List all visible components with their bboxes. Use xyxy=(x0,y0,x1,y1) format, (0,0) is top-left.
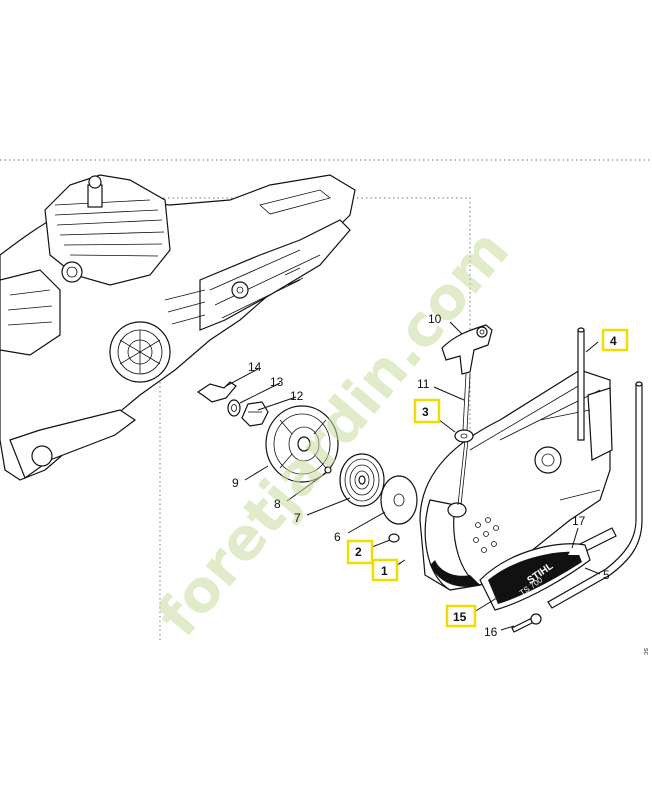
highlight-box-4 xyxy=(601,328,629,352)
highlight-box-1 xyxy=(371,558,399,582)
part-6-washer xyxy=(380,475,418,525)
part-7-rewind-spring xyxy=(339,453,385,507)
highlight-box-2 xyxy=(346,539,374,565)
part-labels: 10 11 3 4 5 17 15 16 14 13 12 9 8 7 6 2 … xyxy=(232,312,617,639)
label-13[interactable]: 13 xyxy=(270,375,284,389)
label-17[interactable]: 17 xyxy=(572,514,586,528)
label-3[interactable]: 3 xyxy=(422,405,429,419)
highlight-box-3 xyxy=(413,398,441,424)
assembly-frame xyxy=(159,197,471,640)
part-16-screw xyxy=(511,613,542,633)
leader-lines xyxy=(225,321,601,631)
label-16[interactable]: 16 xyxy=(484,625,498,639)
part-4-tube xyxy=(577,327,585,441)
label-1[interactable]: 1 xyxy=(381,564,388,578)
part-11-rope xyxy=(457,373,471,506)
label-12[interactable]: 12 xyxy=(290,389,304,403)
label-8[interactable]: 8 xyxy=(274,497,281,511)
label-14[interactable]: 14 xyxy=(248,360,262,374)
part-2-bushing xyxy=(388,533,400,543)
label-4[interactable]: 4 xyxy=(610,334,617,348)
label-9[interactable]: 9 xyxy=(232,476,239,490)
part-3-rope-guide xyxy=(454,429,474,443)
part-10-handle xyxy=(441,324,493,375)
label-7[interactable]: 7 xyxy=(294,511,301,525)
highlight-box-15 xyxy=(445,604,477,628)
label-15[interactable]: 15 xyxy=(453,610,467,624)
label-6[interactable]: 6 xyxy=(334,530,341,544)
side-code: sc xyxy=(642,648,649,656)
label-10[interactable]: 10 xyxy=(428,312,442,326)
part-13-washer xyxy=(227,399,241,417)
part-9-rope-rotor xyxy=(265,405,339,483)
part-15-emblem: STIHL TS 700 xyxy=(479,543,591,611)
part-14-clip xyxy=(196,381,237,403)
label-11[interactable]: 11 xyxy=(417,377,430,391)
starter-cover xyxy=(419,369,613,591)
part-12-pawl xyxy=(241,401,269,427)
part-8-screw xyxy=(324,466,332,474)
part-5-guard-rod xyxy=(547,381,643,609)
engine-housing xyxy=(0,174,356,481)
label-2[interactable]: 2 xyxy=(355,545,362,559)
label-5[interactable]: 5 xyxy=(603,568,610,582)
